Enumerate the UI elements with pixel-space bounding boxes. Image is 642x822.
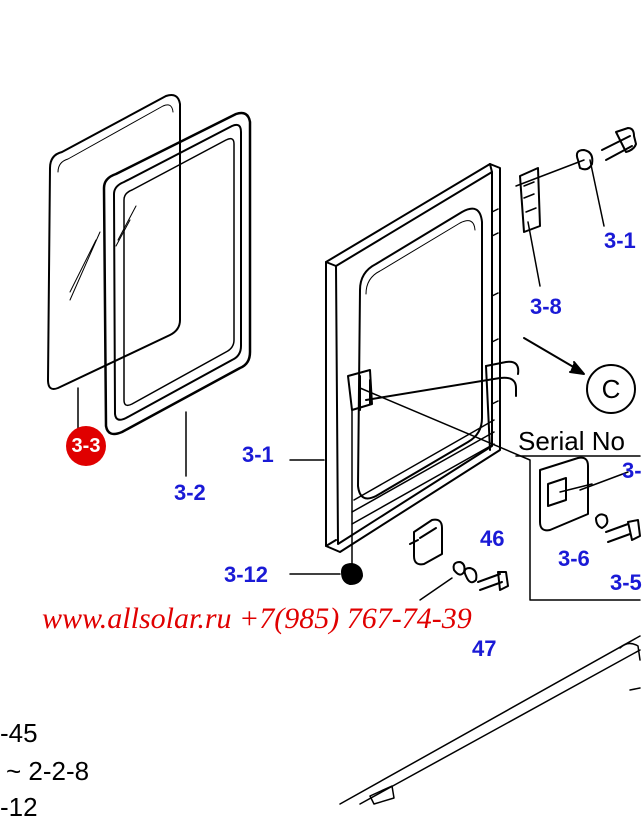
callout-47: 47 [472, 636, 497, 661]
door-frame [325, 163, 501, 553]
callout-46: 46 [480, 526, 505, 551]
callout-3-12: 3-12 [224, 562, 269, 587]
side-reference-2: ~ 2-2-8 [6, 756, 90, 786]
callout-3-1-bolt: 3-1 [604, 228, 636, 253]
callout-3-6: 3-6 [558, 546, 590, 571]
view-arrowhead [569, 361, 585, 375]
parts-diagram: 3-3 3-2 3-1 3-12 3-8 3-1 46 47 3-6 3-5 3… [0, 94, 642, 820]
serial-number-label: Serial No [518, 426, 625, 456]
callout-3-4: 3- [622, 458, 642, 483]
callout-3-5: 3-5 [610, 570, 642, 595]
callout-3-1: 3-1 [242, 442, 274, 467]
grommet [341, 563, 363, 585]
watermark-text: www.allsolar.ru +7(985) 767-74-39 [42, 602, 472, 635]
bolt-top [575, 127, 637, 171]
side-reference-3: -12 [0, 792, 38, 822]
leader-lines [77, 159, 641, 601]
callout-3-3-highlight: 3-3 [66, 426, 106, 466]
window-gasket [102, 111, 252, 436]
handle-bar [347, 360, 520, 571]
glass-pane [47, 94, 181, 390]
serial-detail-box [515, 455, 641, 543]
callout-3-2: 3-2 [174, 480, 206, 505]
clip-46 [409, 518, 443, 566]
washers-bolt-47 [419, 561, 509, 601]
exploded-view-drawing [47, 94, 641, 805]
hinge-bracket [519, 167, 541, 233]
callout-3-8: 3-8 [530, 294, 562, 319]
cab-floor-outline [339, 635, 641, 805]
side-reference-1: -45 [0, 718, 38, 748]
view-c-reference: C [586, 364, 636, 414]
